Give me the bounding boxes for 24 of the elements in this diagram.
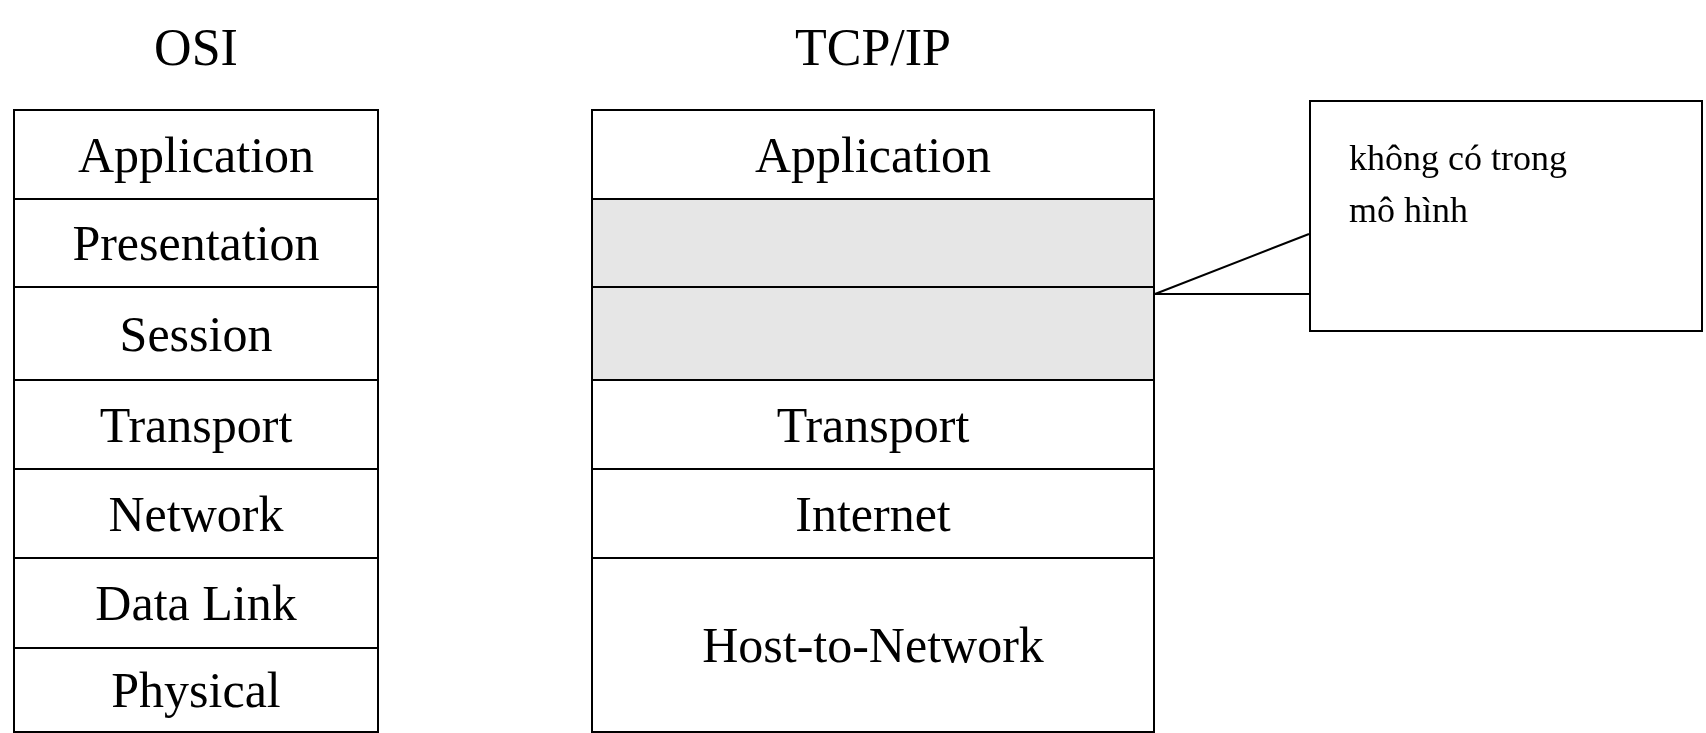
layer-name: Network: [108, 488, 284, 539]
layer-row: [13, 647, 379, 733]
column-heading: OSI: [154, 22, 238, 74]
layer-row: [13, 468, 379, 559]
empty-layer: [591, 286, 1155, 381]
layer-row: [591, 468, 1155, 559]
layer-name: Data Link: [95, 578, 297, 628]
layer-name: Internet: [795, 488, 951, 539]
layer-row: [13, 109, 379, 200]
layer-name: Presentation: [72, 218, 320, 268]
leader-line: [1154, 233, 1310, 295]
column-heading: TCP/IP: [794, 22, 952, 74]
callout-text: không có trong mô hình: [1349, 137, 1568, 233]
callout-box: [1309, 100, 1703, 332]
layer-row: [13, 198, 379, 288]
layer-row: [591, 109, 1155, 200]
layer-row: [13, 379, 379, 470]
layer-name: Session: [119, 308, 273, 359]
layer-row: [13, 557, 379, 649]
layer-row: [591, 379, 1155, 470]
empty-layer: [591, 198, 1155, 288]
layer-row: [591, 557, 1155, 733]
layer-row: [13, 286, 379, 381]
layer-name: Host-to-Network: [702, 620, 1044, 670]
